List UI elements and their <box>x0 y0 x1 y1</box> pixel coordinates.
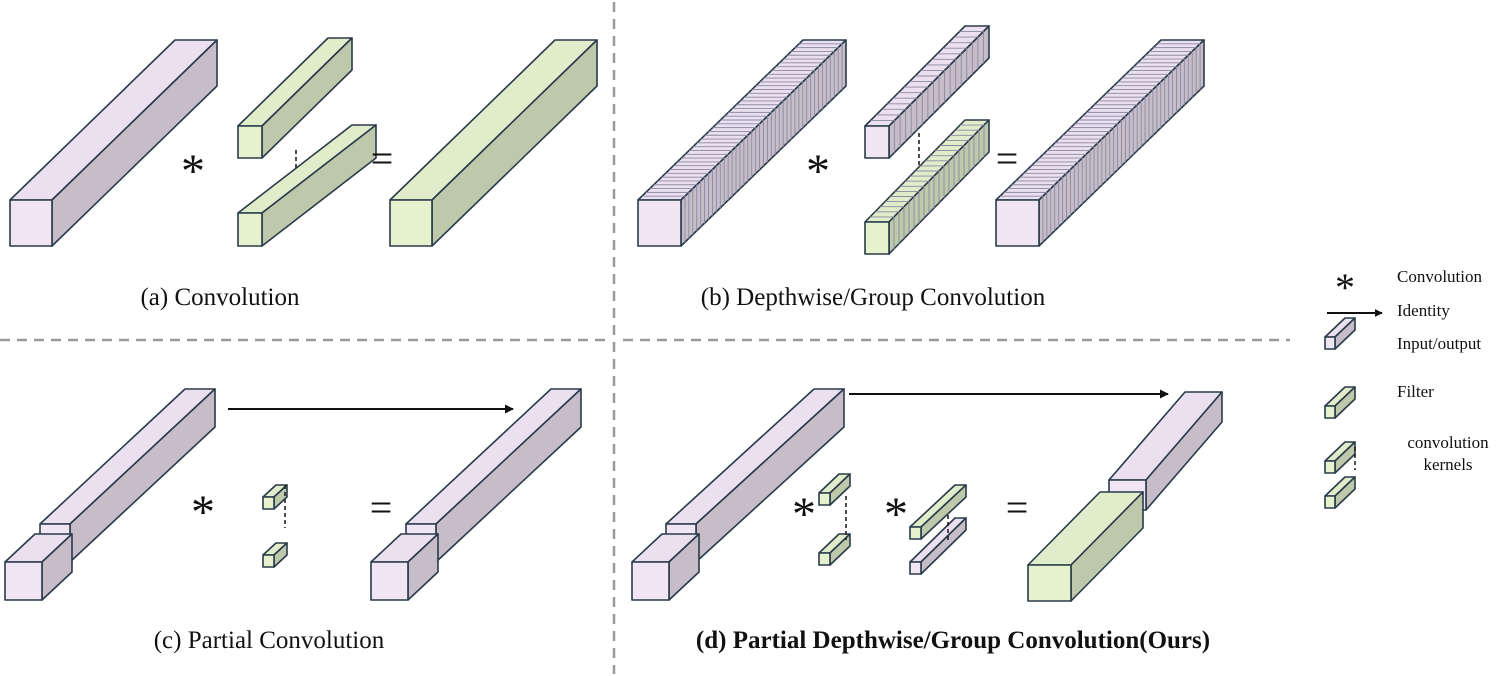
panel-d: * * = (d) Partial Depthwise/Group Convol… <box>631 388 1223 654</box>
box-front-face <box>995 199 1040 247</box>
equals-symbol: = <box>371 136 394 181</box>
box-front-face <box>818 552 831 566</box>
input-tensor-partial <box>631 533 700 601</box>
convolution-symbol: * <box>191 486 215 539</box>
input-tensor <box>637 39 847 247</box>
box-front-face <box>262 496 275 510</box>
group-filter-top <box>864 25 990 159</box>
box-front-face <box>4 561 43 601</box>
box-front-face <box>1324 495 1336 509</box>
input-tensor-partial <box>4 533 73 601</box>
filter-kernel-top <box>237 37 353 159</box>
filter-kernel-bottom <box>818 533 851 566</box>
box-front-face <box>1324 336 1336 350</box>
legend-kernel-top-swatch <box>1324 441 1356 474</box>
convolution-symbol-second: * <box>884 488 908 541</box>
box-front-face <box>1324 405 1336 419</box>
caption-b: (b) Depthwise/Group Convolution <box>701 284 1046 311</box>
legend-filter-swatch <box>1324 386 1356 419</box>
legend: * Convolution Identity Input/output Filt… <box>1324 265 1489 509</box>
group-filter-bottom <box>864 119 990 255</box>
box-front-face <box>262 554 275 568</box>
legend-convolution-symbol: * <box>1335 265 1355 310</box>
output-tensor <box>389 39 598 247</box>
filter-kernel-bottom <box>237 124 377 247</box>
caption-a: (a) Convolution <box>140 284 300 311</box>
box-front-face <box>909 561 922 575</box>
box-front-face <box>818 492 831 506</box>
equals-symbol: = <box>996 136 1019 181</box>
box-front-face <box>1324 460 1336 474</box>
box-front-face <box>909 526 922 540</box>
legend-convolution-label: Convolution <box>1397 267 1483 286</box>
panel-a: * = (a) Convolution <box>9 37 598 311</box>
output-tensor-partial <box>370 533 439 601</box>
legend-kernels-label-line2: kernels <box>1423 455 1472 474</box>
convolution-symbol-first: * <box>792 488 816 541</box>
legend-kernel-bottom-swatch <box>1324 476 1356 509</box>
legend-filter-label: Filter <box>1397 382 1434 401</box>
legend-identity-label: Identity <box>1397 301 1450 320</box>
output-tensor-convolved <box>1027 491 1144 602</box>
panel-b: * = (b) Depthwise/Group Convolution <box>637 25 1205 311</box>
legend-kernels-label-line1: convolution <box>1407 433 1489 452</box>
legend-input-output-label: Input/output <box>1397 334 1481 353</box>
equals-symbol: = <box>370 485 393 530</box>
input-tensor <box>9 39 218 247</box>
box-front-face <box>864 221 890 255</box>
group-kernel-bottom-pair <box>909 517 967 575</box>
group-kernel-top-pair <box>909 484 967 540</box>
filter-kernel-top <box>818 473 851 506</box>
box-front-face <box>864 125 890 159</box>
caption-c: (c) Partial Convolution <box>154 627 385 654</box>
box-front-face <box>389 199 433 247</box>
output-tensor <box>995 39 1205 247</box>
box-front-face <box>637 199 682 247</box>
box-front-face <box>631 561 670 601</box>
box-front-face <box>370 561 409 601</box>
convolution-symbol: * <box>181 145 205 198</box>
box-front-face <box>237 125 263 159</box>
legend-input-output-swatch <box>1324 317 1356 350</box>
filter-kernel-bottom <box>262 542 288 568</box>
convolution-symbol: * <box>806 145 830 198</box>
equals-symbol: = <box>1006 485 1029 530</box>
filter-kernel-top <box>262 484 288 510</box>
box-front-face <box>9 199 53 247</box>
panel-c: * = (c) Partial Convolution <box>4 388 582 654</box>
caption-d: (d) Partial Depthwise/Group Convolution(… <box>696 627 1210 654</box>
box-front-face <box>237 212 263 247</box>
box-front-face <box>1027 564 1072 602</box>
